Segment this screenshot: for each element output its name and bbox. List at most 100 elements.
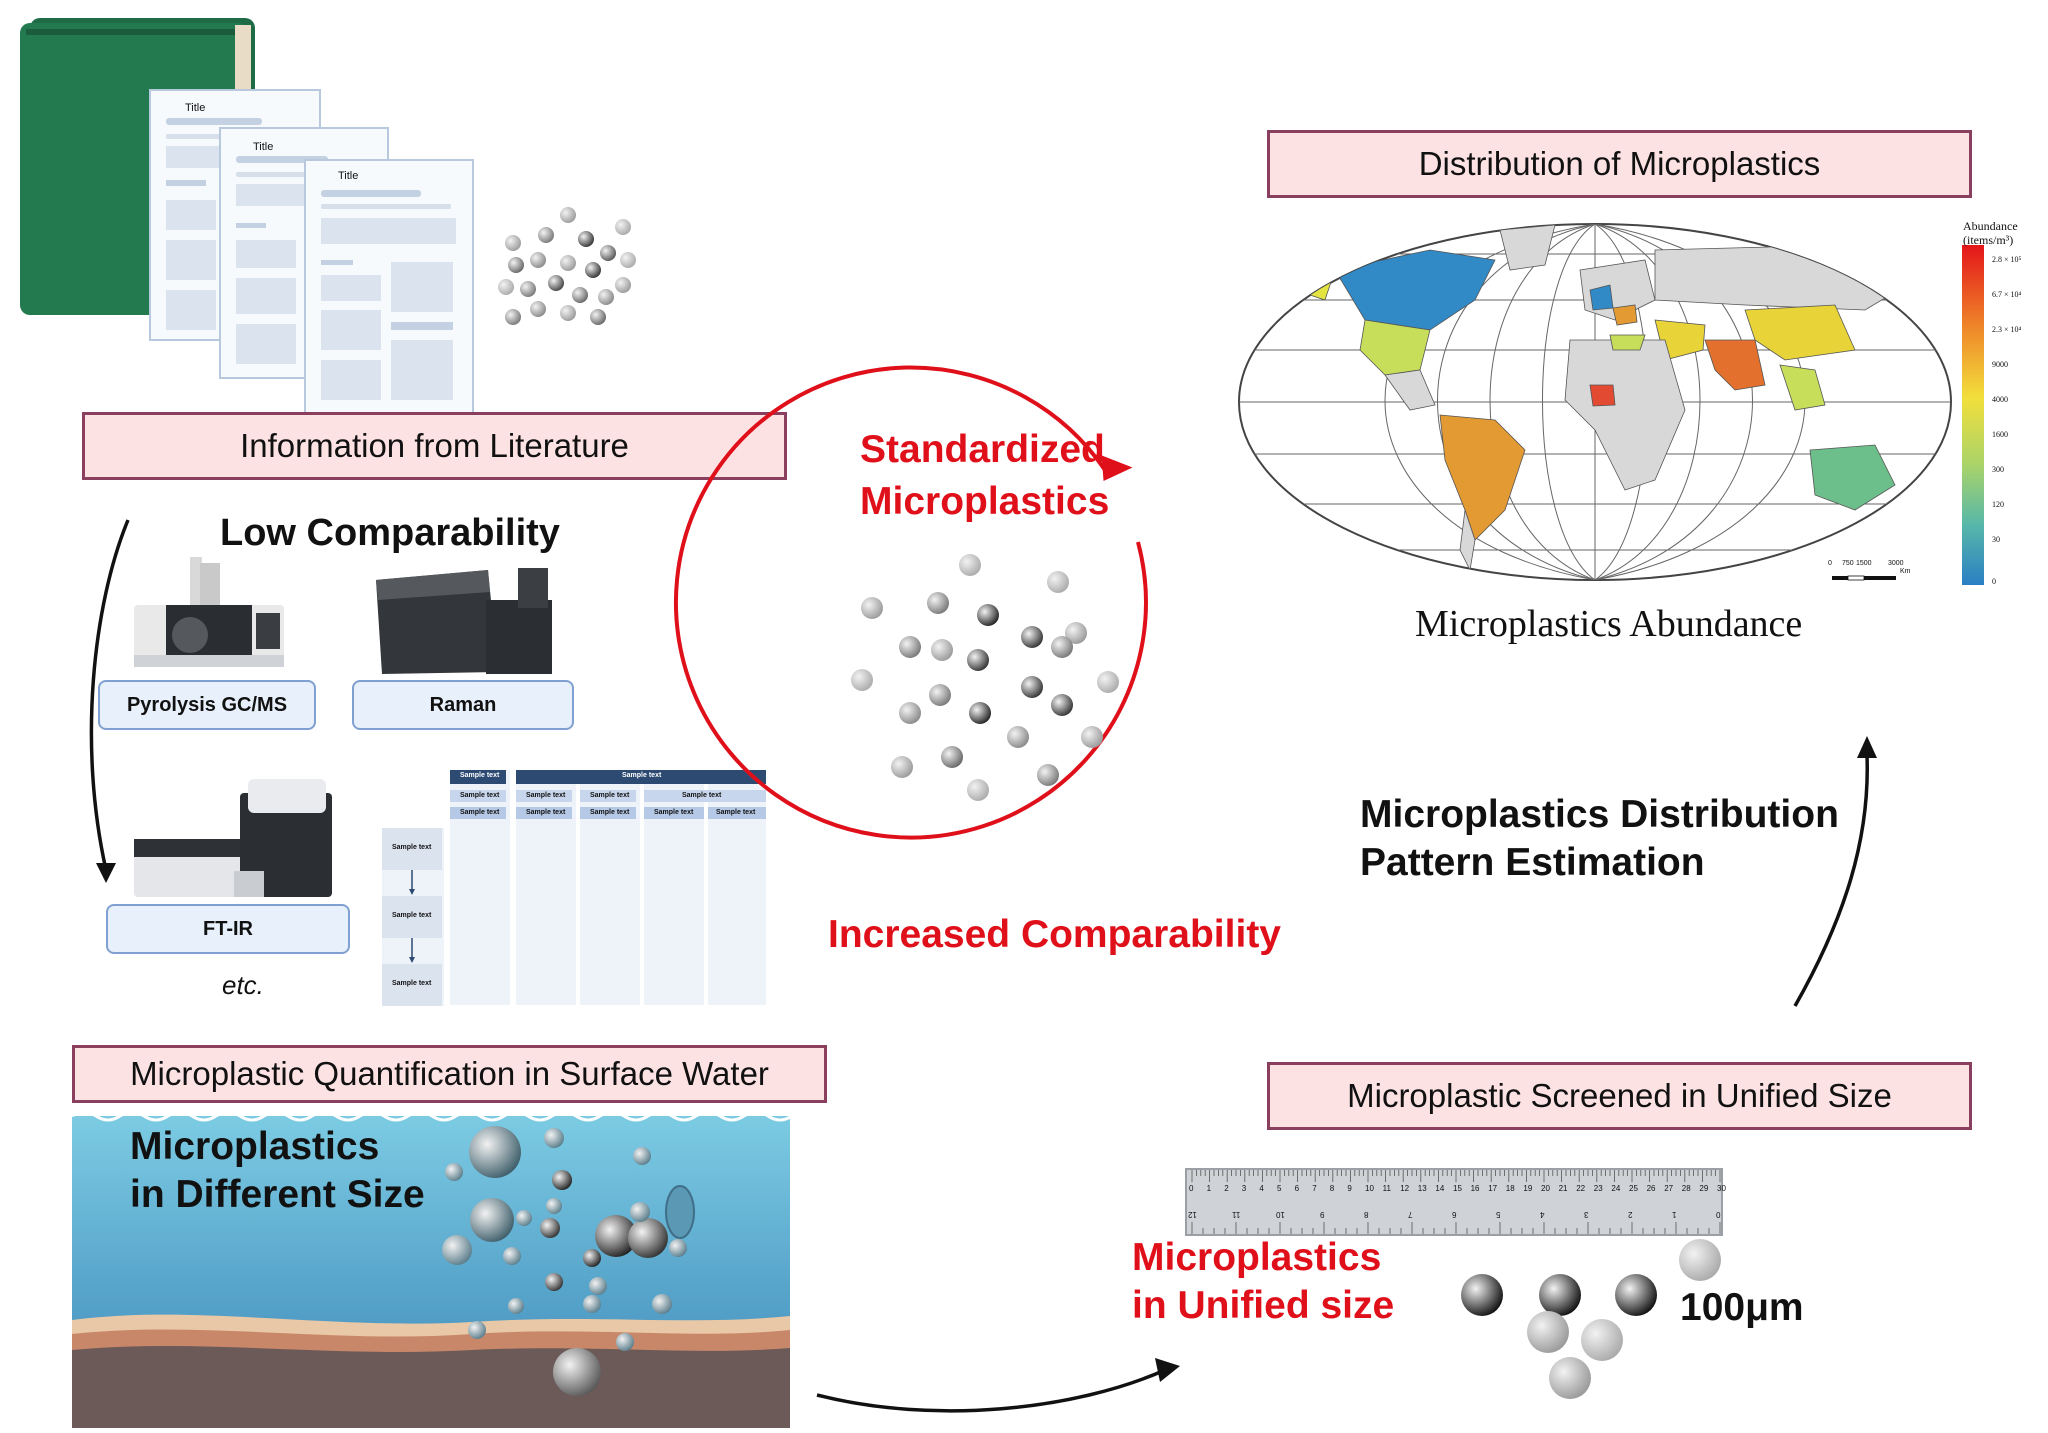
size-label: 100μm	[1680, 1286, 1804, 1329]
ruler-bottom-label: 6	[1452, 1210, 1457, 1219]
unified-particle	[1461, 1274, 1503, 1316]
microplastic-particle	[498, 279, 514, 295]
microplastic-particle	[560, 207, 576, 223]
microplastic-particle	[1097, 671, 1119, 693]
microplastic-particle	[967, 779, 989, 801]
microplastic-particle	[578, 231, 594, 247]
microplastic-particle	[1021, 676, 1043, 698]
microplastic-particle	[851, 669, 873, 691]
microplastic-bubble	[445, 1163, 463, 1181]
table-cell: Sample text	[460, 792, 500, 799]
ruler-bottom-label: 8	[1364, 1210, 1369, 1219]
unified-particle	[1615, 1274, 1657, 1316]
ruler-bottom-label: 2	[1628, 1210, 1633, 1219]
ruler-top-label: 5	[1277, 1184, 1282, 1193]
microplastic-particle	[600, 245, 616, 261]
microplastic-bubble	[469, 1126, 521, 1178]
arrow-screened-to-distribution	[1793, 736, 1877, 1007]
microplastic-particle	[1007, 726, 1029, 748]
unified-particle	[1539, 1274, 1581, 1316]
legend-tick: 30	[1992, 535, 2000, 544]
microplastic-particle	[967, 649, 989, 671]
ruler-top-label: 12	[1400, 1184, 1410, 1193]
table-cell: Sample text	[526, 792, 566, 799]
ruler-bottom-label: 3	[1584, 1210, 1589, 1219]
microplastic-particle	[931, 639, 953, 661]
table-header-right: Sample text	[622, 772, 662, 779]
ruler-bottom-label: 0	[1716, 1210, 1721, 1219]
table-cell: Sample text	[590, 809, 630, 816]
ruler-top-label: 1	[1206, 1184, 1212, 1193]
arrow-water-to-screened	[816, 1358, 1180, 1413]
ruler-ticks	[1191, 1170, 1721, 1234]
ruler-top-label: 0	[1189, 1184, 1194, 1193]
ruler-top-label: 26	[1646, 1184, 1656, 1193]
scale-label: 750	[1842, 560, 1854, 567]
doc-title-2: Title	[253, 141, 274, 153]
microplastic-particle	[585, 262, 601, 278]
ruler-top-label: 28	[1681, 1184, 1691, 1193]
ruler-top-label: 17	[1488, 1184, 1498, 1193]
pyrolysis-instrument-icon	[134, 557, 284, 667]
screened-label: Microplastic Screened in Unified Size	[1347, 1077, 1892, 1114]
microplastic-particle	[861, 597, 883, 619]
microplastic-particle	[620, 252, 636, 268]
increased-comparability-text: Increased Comparability	[828, 913, 1281, 956]
surface-water-label: Microplastic Quantification in Surface W…	[130, 1055, 769, 1092]
ruler-top-label: 8	[1329, 1184, 1335, 1193]
microplastic-bubble	[516, 1210, 532, 1226]
flow-step: Sample text	[392, 980, 432, 987]
microplastic-bubble	[583, 1249, 601, 1267]
legend-ticks: 2.8 × 10⁵ 6.7 × 10⁴ 2.3 × 10⁴ 9000 4000 …	[1992, 255, 2042, 595]
scale-label: 3000	[1888, 560, 1904, 567]
ruler-top-label: 20	[1541, 1184, 1550, 1193]
doc-title-1: Title	[185, 102, 206, 114]
ruler-top-label: 27	[1664, 1184, 1674, 1193]
distribution-label: Distribution of Microplastics	[1418, 145, 1821, 182]
ruler-top-label: 4	[1259, 1184, 1264, 1193]
scale-label: Km	[1900, 568, 1911, 575]
table-cell: Sample text	[590, 792, 630, 799]
microplastic-bubble	[540, 1218, 560, 1238]
microplastic-particle	[560, 305, 576, 321]
sample-table: Sample text Sample text Sample text Samp…	[382, 770, 767, 1006]
legend-title-2: (items/m³)	[1963, 233, 2014, 247]
table-cell: Sample text	[654, 809, 694, 816]
microplastic-bubble	[630, 1202, 650, 1222]
raman-label-box: Raman	[352, 680, 574, 730]
screened-label-box: Microplastic Screened in Unified Size	[1267, 1062, 1972, 1130]
microplastic-bubble	[616, 1333, 634, 1351]
sample-table-grid	[382, 770, 766, 1006]
microplastic-particle	[891, 756, 913, 778]
microplastic-particle	[560, 255, 576, 271]
microplastic-particle	[899, 702, 921, 724]
unified-particle	[1527, 1311, 1569, 1353]
ftir-label-box: FT-IR	[106, 904, 350, 954]
microplastic-particle	[1047, 571, 1069, 593]
ftir-instrument-icon	[134, 779, 332, 897]
documents-graphic	[149, 89, 474, 416]
ruler-top-label: 6	[1294, 1184, 1300, 1193]
microplastic-particle	[1081, 726, 1103, 748]
ruler-top-label: 7	[1312, 1184, 1317, 1193]
scale-label: 1500	[1856, 560, 1872, 567]
microplastic-bubble	[628, 1218, 668, 1258]
microplastic-particle	[598, 289, 614, 305]
ruler-bottom-label: 10	[1276, 1210, 1285, 1219]
microplastic-bubble	[652, 1294, 672, 1314]
microplastic-particle	[508, 257, 524, 273]
water-scene	[71, 1110, 793, 1428]
table-cell: Sample text	[716, 809, 756, 816]
microplastic-particle	[959, 554, 981, 576]
pyrolysis-label-box: Pyrolysis GC/MS	[98, 680, 316, 730]
microplastic-bubble	[468, 1321, 486, 1339]
microplastic-bubble	[589, 1277, 607, 1295]
ruler-top-label: 11	[1382, 1184, 1391, 1193]
ruler-top-label: 30	[1717, 1184, 1726, 1193]
arrow-literature-to-water	[89, 519, 130, 883]
microplastic-bubble	[442, 1235, 472, 1265]
ruler-top-label: 10	[1365, 1184, 1374, 1193]
ruler-bottom-label: 1	[1672, 1210, 1677, 1219]
ruler-top-label: 23	[1593, 1184, 1603, 1193]
microplastic-bubble	[553, 1348, 601, 1396]
